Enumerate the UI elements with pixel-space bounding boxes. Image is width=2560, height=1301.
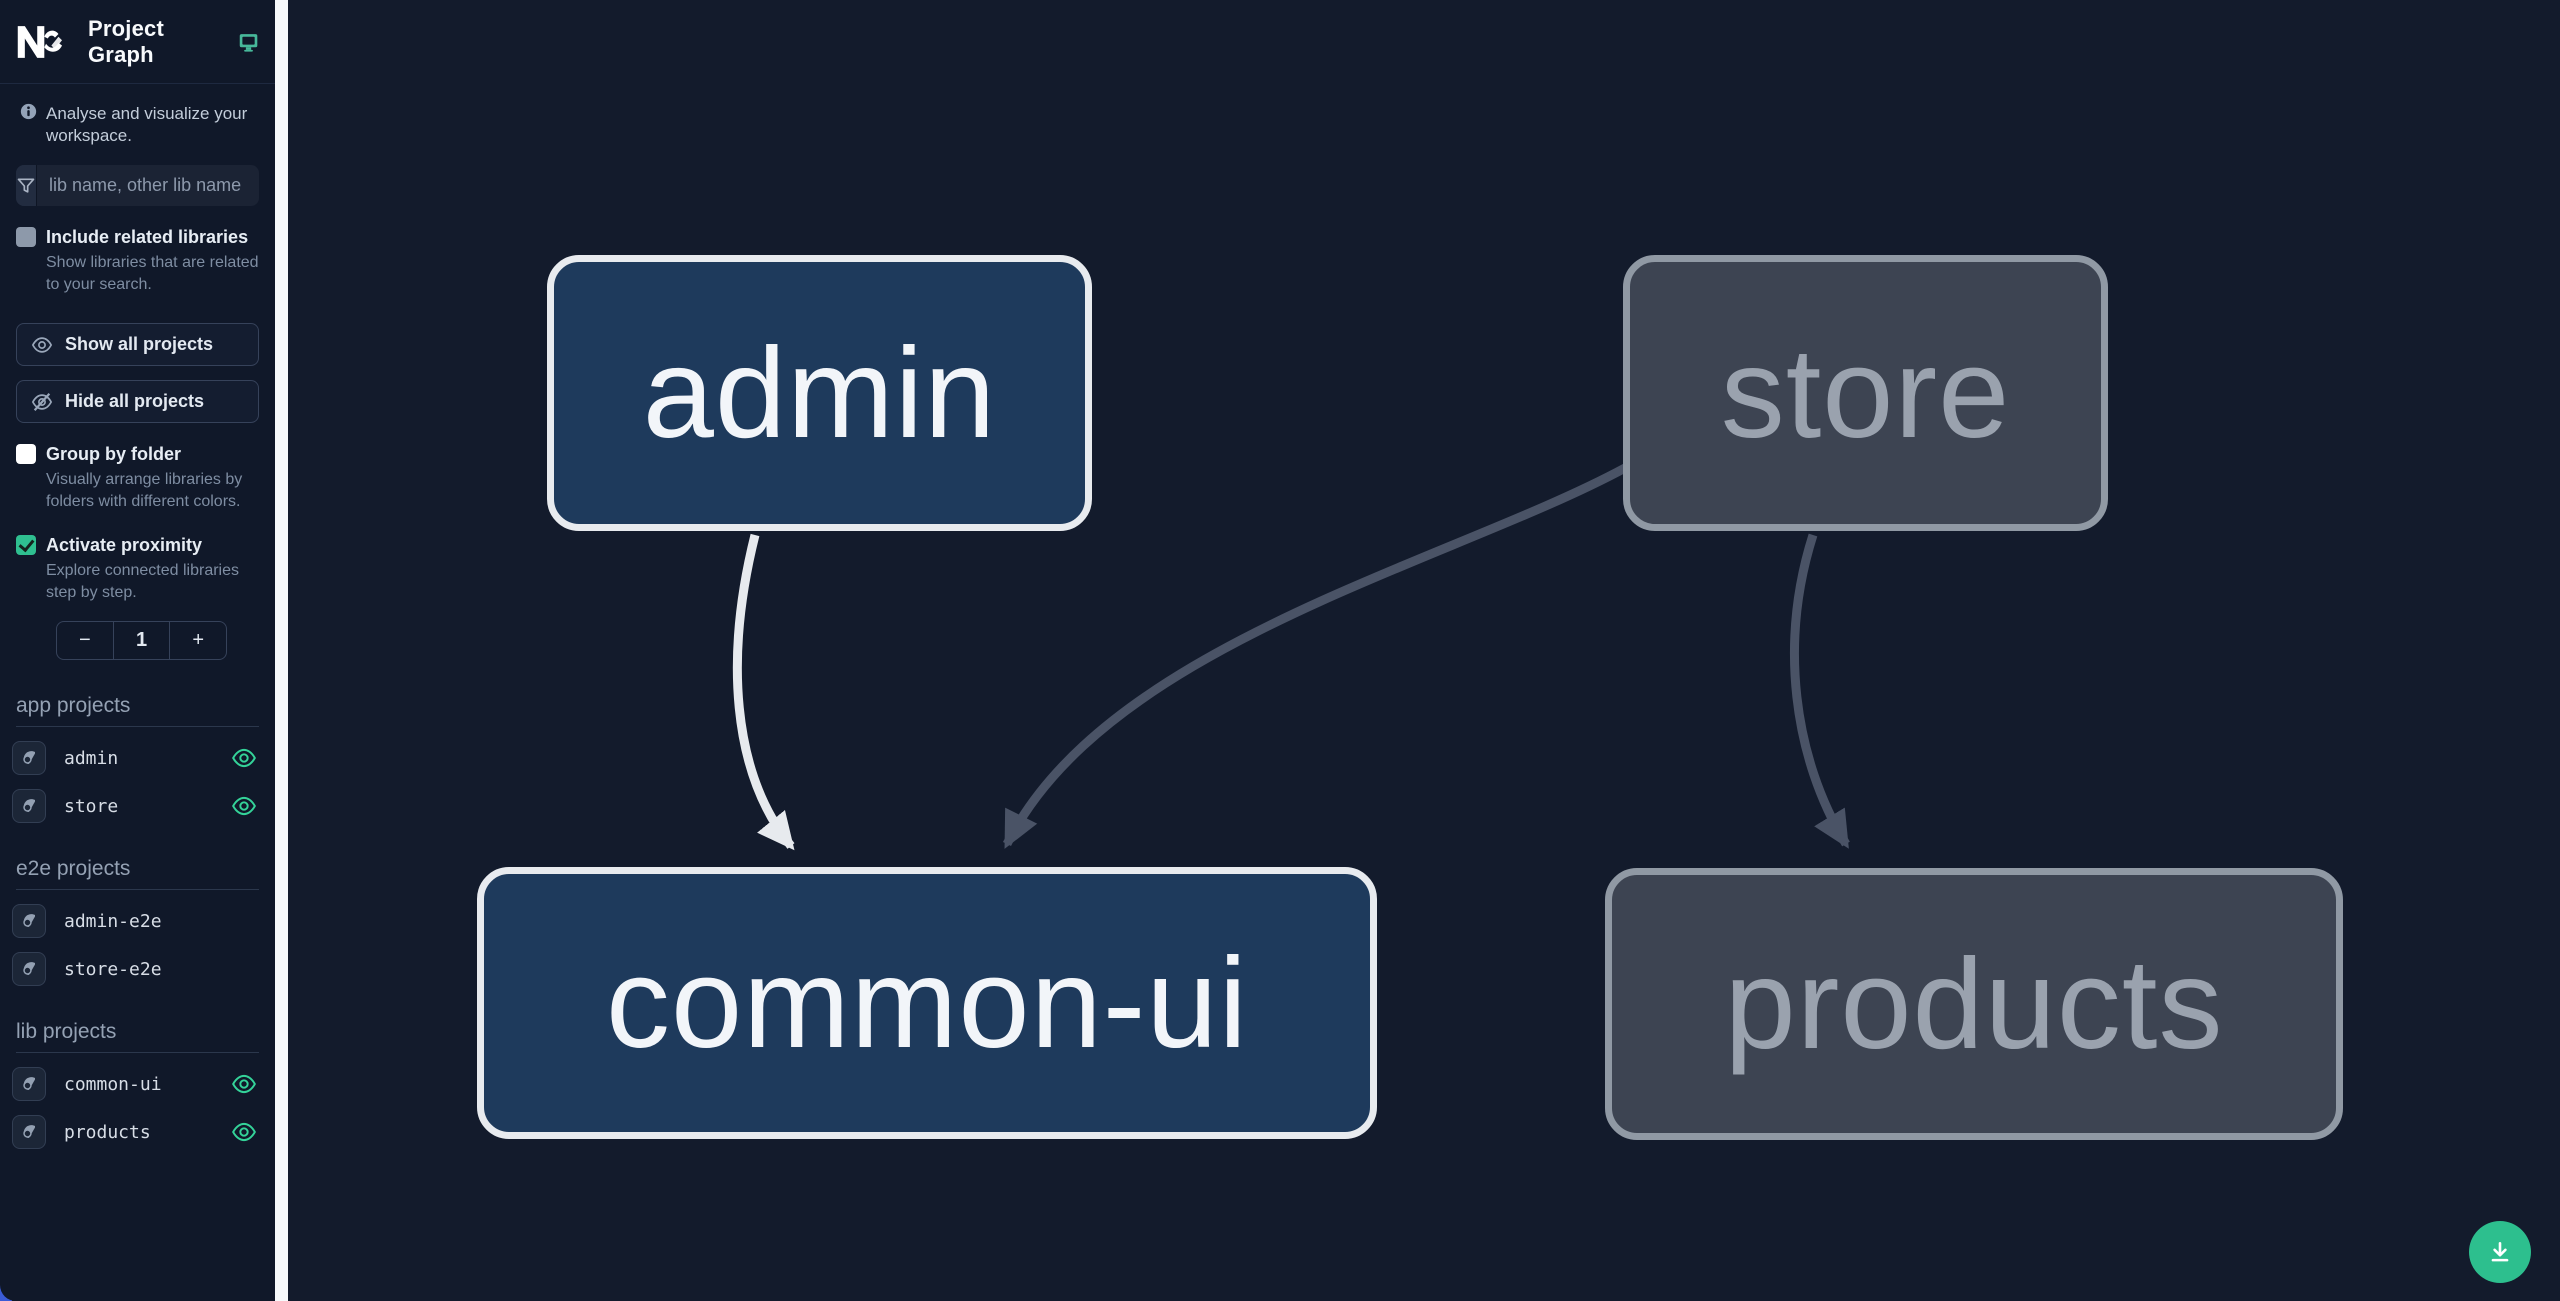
project-name[interactable]: admin [64, 747, 119, 769]
focus-icon [23, 914, 35, 927]
edge-store-to-products[interactable] [1790, 533, 1850, 849]
visibility-eye-icon[interactable] [231, 793, 257, 819]
hide-all-projects-button[interactable]: Hide all projects [16, 380, 259, 424]
focus-project-button[interactable] [12, 741, 46, 775]
include-related-checkbox[interactable] [16, 227, 36, 248]
visibility-eye-icon[interactable] [231, 745, 257, 771]
show-all-projects-button[interactable]: Show all projects [16, 323, 259, 367]
section-title: lib projects [16, 1020, 259, 1053]
project-name[interactable]: store [64, 795, 119, 817]
section-app-projects: app projects admin [0, 694, 275, 823]
section-title: app projects [16, 694, 259, 727]
focus-project-button[interactable] [12, 904, 46, 938]
include-related-description: Show libraries that are related to your … [46, 253, 259, 294]
focus-project-button[interactable] [12, 1067, 46, 1101]
sidebar: Project Graph Analyse and visualize your… [0, 0, 288, 1301]
focus-icon [23, 962, 35, 975]
workspace-tagline-row: Analyse and visualize your workspace. [0, 84, 275, 147]
dependency-edges [732, 464, 1850, 851]
graph-node-common-ui[interactable]: common-ui [477, 867, 1377, 1139]
proximity-stepper: − 1 + [56, 621, 227, 660]
activate-proximity-description: Explore connected libraries step by step… [46, 561, 239, 602]
focus-icon [23, 799, 35, 812]
hide-all-projects-label: Hide all projects [65, 391, 205, 412]
project-name[interactable]: common-ui [64, 1073, 162, 1095]
download-icon [2491, 1242, 2509, 1262]
activate-proximity-row: Activate proximity Explore connected lib… [0, 534, 275, 605]
filter-search [16, 165, 259, 207]
show-all-projects-label: Show all projects [65, 334, 214, 355]
node-label: common-ui [605, 931, 1249, 1075]
section-lib-projects: lib projects common-ui [0, 1020, 275, 1149]
project-name[interactable]: admin-e2e [64, 910, 162, 932]
project-row-common-ui: common-ui [12, 1067, 259, 1101]
activate-proximity-label[interactable]: Activate proximity [46, 535, 203, 556]
nx-logo-icon [17, 25, 62, 58]
group-by-folder-label[interactable]: Group by folder [46, 444, 181, 465]
project-row-admin-e2e: admin-e2e [12, 904, 259, 938]
graph-node-products[interactable]: products [1605, 868, 2343, 1140]
graph-canvas[interactable]: admin store common-ui products [301, 0, 2560, 1301]
focus-project-button[interactable] [12, 789, 46, 823]
eye-icon [31, 336, 53, 353]
section-title: e2e projects [16, 857, 259, 890]
project-name[interactable]: products [64, 1121, 151, 1143]
info-icon [20, 103, 37, 120]
project-row-store: store [12, 789, 259, 823]
proximity-increment-button[interactable]: + [192, 629, 205, 651]
focus-icon [23, 751, 35, 764]
node-label: products [1724, 932, 2224, 1076]
focus-icon [23, 1125, 35, 1138]
node-label: admin [642, 321, 997, 465]
filter-funnel-icon [16, 165, 37, 207]
edge-store-to-common-ui[interactable] [1002, 464, 1628, 849]
graph-node-store[interactable]: store [1623, 255, 2108, 531]
focus-icon [23, 1077, 35, 1090]
workspace-tagline: Analyse and visualize your workspace. [46, 104, 248, 146]
visibility-eye-icon[interactable] [231, 1071, 257, 1097]
project-row-store-e2e: store-e2e [12, 952, 259, 986]
sidebar-header: Project Graph [0, 0, 275, 84]
section-e2e-projects: e2e projects admin-e2e store- [0, 857, 275, 986]
group-by-folder-description: Visually arrange libraries by folders wi… [46, 470, 243, 511]
visibility-eye-icon[interactable] [231, 1119, 257, 1145]
proximity-decrement-button[interactable]: − [78, 629, 91, 651]
graph-node-admin[interactable]: admin [547, 255, 1092, 531]
proximity-value: 1 [112, 622, 171, 659]
group-by-folder-row: Group by folder Visually arrange librari… [0, 443, 275, 514]
focus-project-button[interactable] [12, 952, 46, 986]
page-title: Project Graph [88, 15, 164, 67]
download-image-button[interactable] [2469, 1221, 2531, 1283]
project-row-products: products [12, 1115, 259, 1149]
node-label: store [1720, 321, 2011, 465]
include-related-label[interactable]: Include related libraries [46, 227, 249, 248]
project-row-admin: admin [12, 741, 259, 775]
eye-slash-icon [31, 392, 53, 411]
include-related-row: Include related libraries Show libraries… [0, 226, 275, 297]
edge-admin-to-common-ui[interactable] [732, 533, 795, 851]
activate-proximity-checkbox[interactable] [16, 535, 36, 556]
focus-project-button[interactable] [12, 1115, 46, 1149]
group-by-folder-checkbox[interactable] [16, 444, 36, 465]
search-input[interactable] [37, 165, 259, 207]
project-name[interactable]: store-e2e [64, 958, 162, 980]
monitor-icon[interactable] [238, 30, 259, 54]
